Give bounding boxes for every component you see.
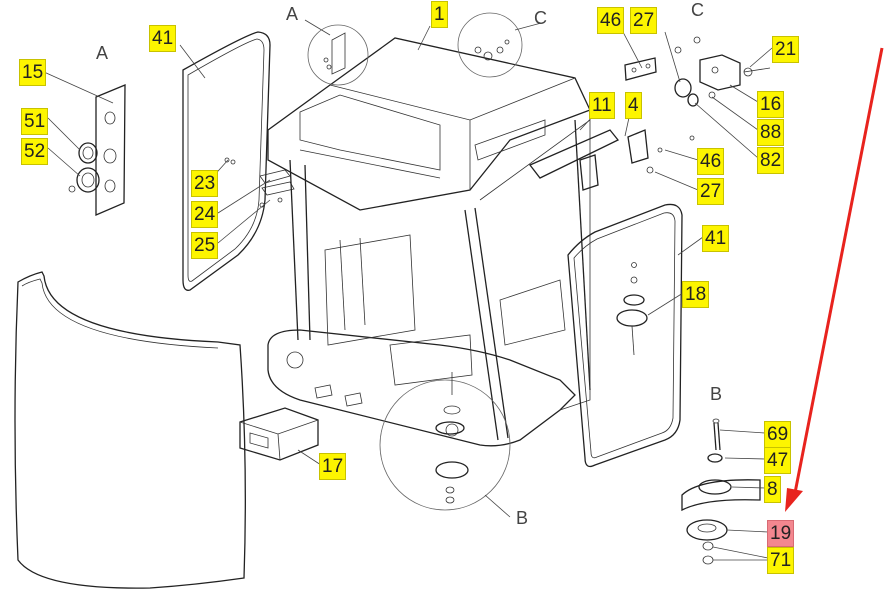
callout-label[interactable]: 24 bbox=[191, 201, 219, 228]
callout-label[interactable]: 4 bbox=[625, 92, 642, 119]
callout-label[interactable]: 46 bbox=[597, 7, 625, 34]
cab-frame bbox=[267, 37, 591, 447]
red-pointer-arrow bbox=[785, 47, 884, 512]
detail-circle-c bbox=[457, 12, 523, 78]
detail-circle-a bbox=[307, 24, 369, 86]
callout-label[interactable]: 15 bbox=[19, 59, 47, 86]
callout-label[interactable]: 16 bbox=[757, 91, 785, 118]
callout-label[interactable]: 71 bbox=[767, 547, 795, 574]
view-letter-a: A bbox=[96, 43, 109, 63]
hinge-parts bbox=[624, 36, 771, 107]
callout-label[interactable]: 21 bbox=[772, 36, 800, 63]
view-letter-c: C bbox=[691, 0, 704, 20]
bracket-parts bbox=[224, 157, 295, 208]
callout-label[interactable]: 47 bbox=[764, 447, 792, 474]
callout-label[interactable]: 17 bbox=[319, 453, 347, 480]
detail-b-contents bbox=[435, 372, 469, 504]
view-letter-b: B bbox=[516, 508, 529, 528]
callout-label[interactable]: 8 bbox=[764, 476, 781, 503]
right-door-glass bbox=[567, 203, 683, 468]
callout-label[interactable]: 88 bbox=[757, 119, 785, 146]
callout-label[interactable]: 23 bbox=[191, 170, 219, 197]
callout-label[interactable]: 11 bbox=[589, 92, 615, 119]
callout-label[interactable]: 82 bbox=[757, 147, 785, 174]
callout-label[interactable]: 41 bbox=[149, 25, 177, 52]
plate-15 bbox=[68, 84, 126, 216]
callout-label[interactable]: 18 bbox=[682, 281, 710, 308]
left-door-glass bbox=[182, 31, 271, 291]
callout-label[interactable]: 41 bbox=[702, 225, 730, 252]
mount-assembly-b bbox=[681, 418, 761, 565]
view-letter-c: C bbox=[534, 8, 547, 28]
callout-label[interactable]: 52 bbox=[21, 138, 49, 165]
rear-curved-panel bbox=[14, 271, 246, 589]
callout-label[interactable]: 46 bbox=[697, 148, 725, 175]
callout-label[interactable]: 51 bbox=[21, 108, 49, 135]
detail-circle-b bbox=[379, 379, 511, 511]
door-handle-parts bbox=[528, 129, 695, 191]
control-box-17 bbox=[239, 407, 319, 461]
leader-lines bbox=[43, 19, 773, 561]
callout-label[interactable]: 1 bbox=[431, 1, 448, 28]
view-letter-a: A bbox=[286, 4, 299, 24]
callout-label[interactable]: 25 bbox=[191, 232, 219, 259]
callout-label[interactable]: 27 bbox=[697, 178, 725, 205]
callout-label-highlighted[interactable]: 19 bbox=[767, 520, 795, 547]
callout-label[interactable]: 27 bbox=[630, 7, 658, 34]
view-letter-b: B bbox=[710, 384, 723, 404]
callout-label[interactable]: 69 bbox=[764, 421, 792, 448]
detail-a-contents bbox=[323, 32, 346, 75]
detail-c-contents bbox=[474, 39, 510, 61]
